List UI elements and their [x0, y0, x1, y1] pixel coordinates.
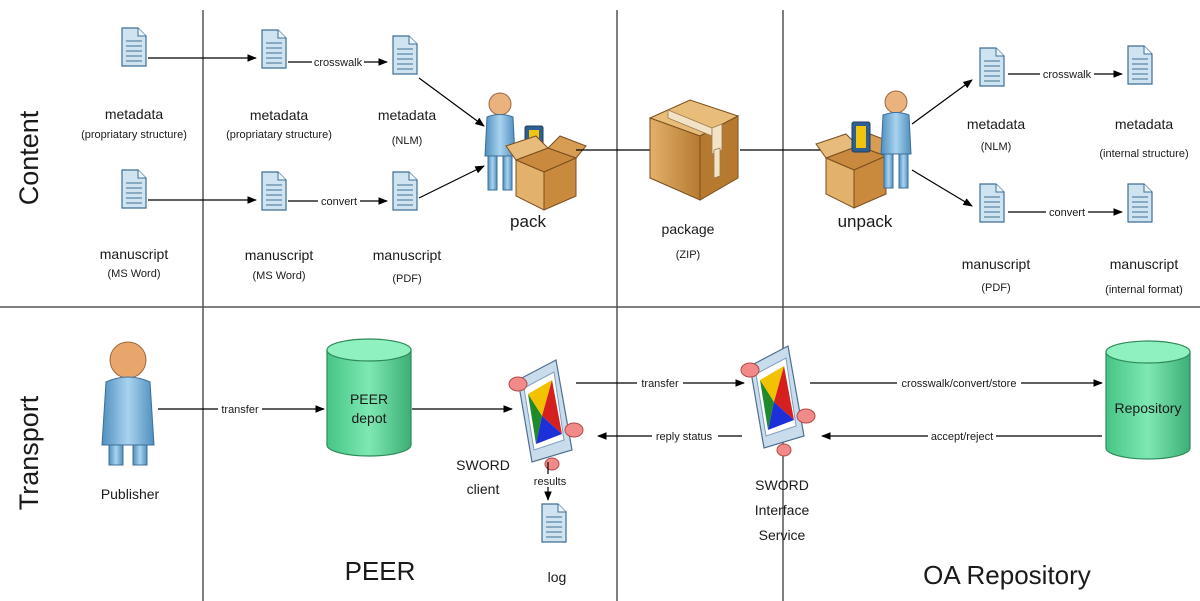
peer-depot-database-icon	[326, 338, 412, 457]
doc-label: manuscript	[100, 246, 169, 262]
sword-service-label: Interface	[755, 502, 810, 518]
doc-label: metadata	[250, 107, 309, 123]
edge-label-crosswalk-store: crosswalk/convert/store	[902, 378, 1017, 390]
sword-client-label: SWORD	[456, 457, 510, 473]
sword-client-label: client	[467, 481, 500, 497]
document-icon	[121, 27, 147, 67]
doc-label: manuscript	[373, 247, 442, 263]
sword-service-label: SWORD	[755, 477, 809, 493]
doc-label: manuscript	[1110, 256, 1179, 272]
doc-sublabel: (PDF)	[392, 273, 421, 285]
document-icon	[261, 29, 287, 69]
repository-label: Repository	[1115, 400, 1182, 416]
edge-label-crosswalk: crosswalk	[314, 57, 363, 69]
doc-sublabel: (MS Word)	[253, 270, 306, 282]
row-label-transport: Transport	[14, 395, 44, 510]
packer-person-icon	[484, 92, 516, 191]
repository-database-icon	[1105, 340, 1191, 460]
doc-label: metadata	[105, 106, 164, 122]
doc-sublabel: (internal structure)	[1099, 148, 1188, 160]
sword-service-label: Service	[759, 527, 806, 543]
package-icon	[648, 99, 740, 201]
document-icon	[121, 169, 147, 209]
flow-arrow	[418, 77, 485, 127]
edge-label-accept-reject: accept/reject	[931, 431, 993, 443]
doc-sublabel: (NLM)	[392, 135, 423, 147]
document-icon	[261, 171, 287, 211]
doc-sublabel: (MS Word)	[108, 268, 161, 280]
document-icon	[1127, 183, 1153, 223]
document-icon	[979, 47, 1005, 87]
doc-sublabel: (PDF)	[981, 282, 1010, 294]
edge-label-transfer: transfer	[641, 378, 679, 390]
doc-label: metadata	[1115, 116, 1174, 132]
unpack-label: unpack	[838, 212, 893, 231]
flow-arrow	[911, 169, 973, 207]
edge-label-convert: convert	[321, 196, 357, 208]
document-icon	[979, 183, 1005, 223]
open-box-icon	[505, 135, 587, 211]
document-icon	[1127, 45, 1153, 85]
flow-arrow	[418, 165, 485, 199]
sword-service-icon	[740, 345, 816, 457]
row-label-content: Content	[14, 110, 44, 205]
sword-client-icon	[508, 359, 584, 471]
edge-label-reply-status: reply status	[656, 431, 713, 443]
package-sublabel: (ZIP)	[676, 249, 700, 261]
region-label-oa: OA Repository	[923, 560, 1091, 590]
doc-sublabel: (NLM)	[981, 141, 1012, 153]
edge-label-crosswalk: crosswalk	[1043, 69, 1092, 81]
edge-label-transfer: transfer	[221, 404, 259, 416]
document-icon	[392, 171, 418, 211]
unpacker-person-icon	[880, 90, 912, 189]
doc-sublabel: (propriatary structure)	[81, 129, 187, 141]
pack-label: pack	[510, 212, 546, 231]
peer-depot-label: PEER	[350, 391, 388, 407]
doc-label: metadata	[967, 116, 1026, 132]
edge-label-results: results	[534, 476, 567, 488]
doc-sublabel: (internal format)	[1105, 284, 1183, 296]
document-icon	[392, 35, 418, 75]
doc-sublabel: (propriatary structure)	[226, 129, 332, 141]
package-label: package	[662, 221, 715, 237]
publisher-person-icon	[101, 341, 155, 466]
flow-arrow	[911, 79, 973, 125]
doc-label: manuscript	[245, 247, 314, 263]
log-label: log	[548, 569, 567, 585]
log-document-icon	[541, 503, 567, 543]
doc-label: metadata	[378, 107, 437, 123]
edge-label-convert: convert	[1049, 207, 1085, 219]
peer-depot-label: depot	[351, 410, 386, 426]
region-label-peer: PEER	[345, 556, 416, 586]
publisher-label: Publisher	[101, 486, 160, 502]
doc-label: manuscript	[962, 256, 1031, 272]
